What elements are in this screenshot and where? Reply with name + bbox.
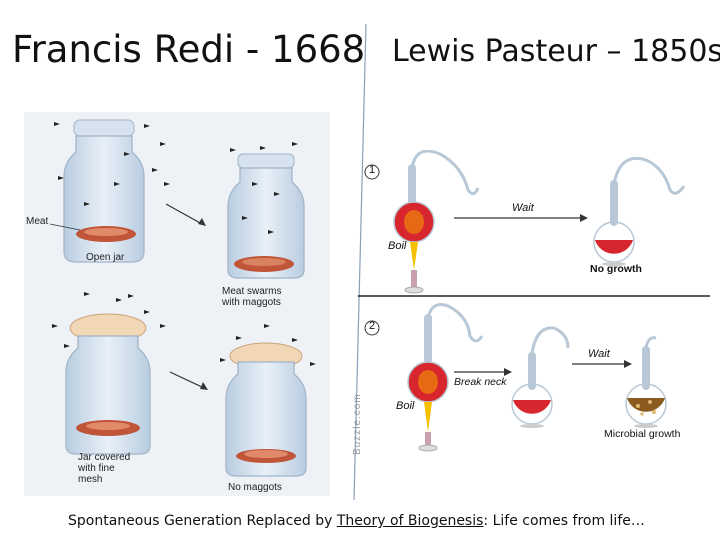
step-2-circle xyxy=(364,320,380,336)
label-boil-2: Boil xyxy=(396,400,415,412)
step-1-circle xyxy=(364,164,380,180)
flask-no-growth xyxy=(593,157,686,266)
label-wait-2: Wait xyxy=(588,348,610,360)
jar-no-maggots xyxy=(225,342,307,477)
redi-experiment-panel: Meat Open jar Meat swarms with maggots J… xyxy=(24,112,330,496)
caption-prefix: Spontaneous Generation Replaced by xyxy=(68,513,337,529)
jar-with-maggots xyxy=(227,153,305,279)
pasteur-flasks-illustration xyxy=(358,150,710,452)
jar-covered-mesh xyxy=(65,313,151,455)
flask-microbial-growth xyxy=(625,336,667,428)
pasteur-experiment-panel: 1 Wait Boil No growth 2 Break neck Boil … xyxy=(358,150,710,490)
label-no-maggots: No maggots xyxy=(228,482,282,493)
step-1-label: 1 xyxy=(369,164,376,176)
label-break-neck: Break neck xyxy=(454,376,507,388)
flies xyxy=(52,122,316,366)
title-lewis-pasteur: Lewis Pasteur – 1850s xyxy=(392,34,720,69)
arrow-bottom xyxy=(169,371,208,390)
label-with-fine: with fine xyxy=(78,463,115,474)
step-2-label: 2 xyxy=(369,320,376,332)
label-with-maggots: with maggots xyxy=(222,297,281,308)
arrow-top xyxy=(165,203,206,226)
arrow-wait-1 xyxy=(454,214,588,222)
flask-boiling-1 xyxy=(393,150,480,294)
flask-broken-neck xyxy=(511,326,570,428)
title-francis-redi: Francis Redi - 1668 xyxy=(12,28,366,71)
label-open-jar: Open jar xyxy=(86,252,125,263)
arrow-wait-2 xyxy=(572,360,632,368)
label-boil-1: Boil xyxy=(388,240,407,252)
open-jar xyxy=(63,119,145,263)
label-jar-covered: Jar covered xyxy=(78,452,131,463)
caption: Spontaneous Generation Replaced by Theor… xyxy=(68,513,645,529)
caption-term-biogenesis: Theory of Biogenesis xyxy=(336,513,484,529)
label-microbial-growth: Microbial growth xyxy=(604,428,681,440)
arrow-break-neck xyxy=(454,368,512,376)
caption-suffix: : Life comes from life… xyxy=(483,513,645,529)
flask-boiling-2 xyxy=(407,303,484,452)
redi-jars-illustration xyxy=(49,119,316,477)
label-mesh: mesh xyxy=(78,474,103,485)
label-meat-swarms: Meat swarms xyxy=(222,286,282,297)
label-wait-1: Wait xyxy=(512,202,534,214)
label-meat: Meat xyxy=(26,216,49,227)
label-no-growth: No growth xyxy=(590,263,642,275)
